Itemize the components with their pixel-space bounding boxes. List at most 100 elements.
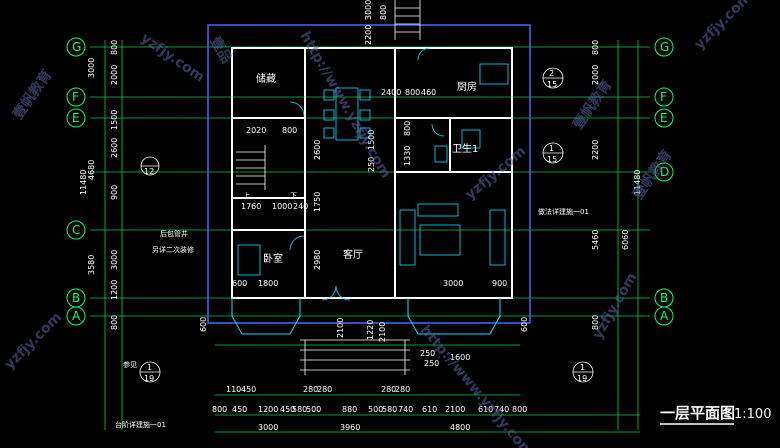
room-bathroom: 卫生1 [452,142,478,155]
axis-label-a-right: A [660,309,669,323]
dim-right-5: 5460 [591,230,600,250]
dim-b1-3: 1220 [366,320,375,340]
axis-label-e-left: E [72,111,80,125]
dim-b2-7: 250 [424,359,439,368]
dim-inner-4: 1000 [272,202,292,211]
dim-b4-1: 3000 [258,423,278,432]
dim-b3-9: 580 [382,405,397,414]
dim-b1-1: 600 [199,317,208,332]
stair-down-label: 下 [290,192,297,200]
axis-label-f-right: F [660,90,667,104]
dim-inner-11: 1330 [403,146,412,166]
dim-inner-7: 2600 [313,140,322,160]
dim-right-6: 800 [591,315,600,330]
detail-ref-12-sheet: 12 [144,167,154,176]
dim-left-inner-6: 3000 [110,250,119,270]
dim-inner-8: 2980 [313,250,322,270]
doors [289,47,445,301]
top-stair [394,0,421,40]
detail-ref-2-num: 2 [549,69,554,78]
drawing-title: 一层平面图 [660,404,735,422]
watermark-2: yzfjy.com [138,30,208,85]
dim-b3-14: 740 [494,405,509,414]
dim-left-outer-1: 3000 [87,58,96,78]
dim-b1-7: 600 [520,317,529,332]
dim-left-inner-1: 800 [110,40,119,55]
dim-b3-10: 740 [398,405,413,414]
watermark-9: yzfjy.com [590,270,641,342]
dim-inner-2: 800 [282,126,297,135]
dim-b3-7: 880 [342,405,357,414]
axis-bubbles [66,37,674,326]
site-boundary [207,24,531,324]
watermark-10: http://www.yzfjy.com [417,322,536,448]
dim-b2-3: 280 [303,385,318,394]
dim-inner-12: 800 [403,121,412,136]
detail-ref-1b-sheet: 19 [144,374,154,383]
dim-top-6: 460 [421,88,436,97]
dim-left-outer-3: 3580 [87,255,96,275]
dim-top-2: 3000 [364,0,373,20]
note-detail-right: 做法详建施一01 [538,207,589,216]
detail-ref-1a-num: 1 [549,144,554,153]
detail-ref-1c-num: 1 [580,363,585,372]
dim-b3-11: 610 [422,405,437,414]
dim-b3-13: 610 [478,405,493,414]
dim-b3-3: 1200 [258,405,278,414]
axis-label-g-left: G [72,40,81,54]
axis-label-f-left: F [72,90,79,104]
dim-inner-15: 3000 [443,279,463,288]
dim-left-inner-8: 800 [110,315,119,330]
detail-ref-1c-sheet: 19 [577,374,587,383]
room-storage: 储藏 [256,72,276,85]
room-living: 客厅 [343,248,363,261]
dim-top-4: 2400 [381,88,401,97]
dim-b1-6: 250 [420,349,435,358]
dim-b1-5: 1600 [450,353,470,362]
dim-b3-6: 500 [306,405,321,414]
dim-b4-2: 3960 [340,423,360,432]
axis-label-d-right: D [660,165,669,179]
entrance-steps [300,339,410,375]
dim-right-2: 2000 [591,65,600,85]
watermark-8: yzfjy.com [2,309,66,373]
dim-b3-5: 580 [292,405,307,414]
axis-label-b-left: B [72,291,80,305]
dim-top-3: 800 [379,5,388,20]
dim-b2-5: 280 [381,385,396,394]
note-post-a: 后包管井 [160,229,188,238]
detail-ref-1b-num: 1 [147,363,152,372]
dim-inner-6: 1750 [313,192,322,212]
room-bedroom: 卧室 [263,252,283,265]
detail-ref-1a-sheet: 15 [547,155,557,164]
detail-ref-2-sheet: 15 [547,80,557,89]
dim-b2-4: 280 [317,385,332,394]
dim-inner-5: 240 [293,202,308,211]
detail-bubbles [139,67,594,383]
dim-top-1: 2200 [364,25,373,45]
dim-right-1: 800 [591,40,600,55]
dim-inner-9: 1500 [367,130,376,150]
dim-b3-4: 450 [280,405,295,414]
dim-b3-12: 2100 [445,405,465,414]
window-bays [231,298,501,335]
dim-right-3: 2200 [591,140,600,160]
dim-b3-8: 500 [368,405,383,414]
dim-inner-3: 1760 [241,202,261,211]
dim-left-outer-2: 4680 [87,160,96,180]
dim-left-inner-7: 1200 [110,280,119,300]
room-kitchen: 厨房 [457,80,477,93]
axis-label-e-right: E [660,111,668,125]
dim-b2-6: 280 [395,385,410,394]
axis-label-a-left: A [72,309,81,323]
dim-left-total: 11480 [79,170,88,195]
stair-up-label: 上 [243,191,250,200]
dim-b1-2: 2100 [336,318,345,338]
axis-label-c-left: C [72,223,80,237]
axis-label-g-right: G [660,40,669,54]
dim-left-inner-2: 2000 [110,65,119,85]
dim-top-5: 800 [405,88,420,97]
dim-b3-1: 800 [212,405,227,414]
